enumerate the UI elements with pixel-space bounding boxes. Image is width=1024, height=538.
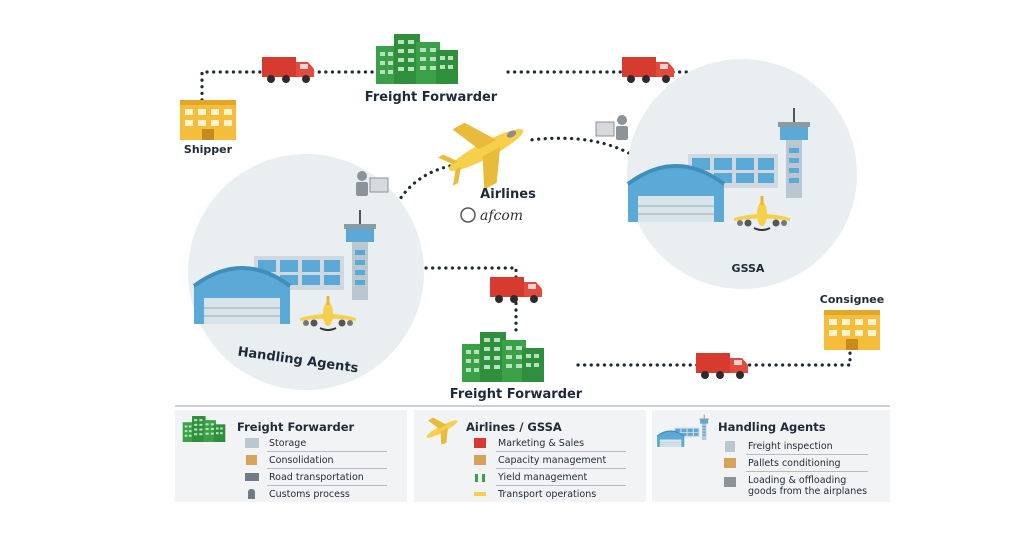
legend-ag-transport-operations: Transport operations xyxy=(474,489,596,500)
afcom-logo: afcom xyxy=(460,207,523,224)
shipper-label: Shipper xyxy=(184,143,233,156)
customs-officer-icon-left xyxy=(356,171,389,196)
legend-ff-rule-3 xyxy=(267,485,387,486)
route-forwarder-to-consignee xyxy=(576,348,852,367)
gssa-label: GSSA xyxy=(732,262,765,275)
legend-ff-storage: Storage xyxy=(245,438,306,449)
consignee-building-icon xyxy=(824,310,880,350)
legend-freight-forwarder-title: Freight Forwarder xyxy=(237,420,355,434)
legend-ha-rule-2 xyxy=(746,471,868,472)
legend-airlines-gssa: Airlines / GSSA Marketing & Sales Capaci… xyxy=(414,410,646,502)
clipboard-icon xyxy=(725,441,735,452)
legend-ag-yield-management: Yield management xyxy=(474,472,587,483)
airplane-icon xyxy=(437,122,524,190)
freight-forwarder-bottom-building-icon xyxy=(462,332,544,382)
legend-ha-pallets-conditioning: Pallets conditioning xyxy=(724,458,841,469)
afcom-logo-icon xyxy=(460,207,476,223)
megaphone-icon xyxy=(474,438,486,448)
legend-ff-rule-2 xyxy=(267,468,387,469)
freight-forwarder-top-building-icon xyxy=(376,34,458,84)
pallet-icon xyxy=(724,458,736,468)
legend-ag-rule-2 xyxy=(496,468,626,469)
legend-ag-marketing-sales: Marketing & Sales xyxy=(474,438,584,449)
customs-officer-icon-right xyxy=(595,115,628,140)
legend-freight-forwarder-icon xyxy=(182,416,226,442)
box-icon xyxy=(246,455,257,465)
route-handling-to-forwarder xyxy=(424,266,518,332)
route-shipper-to-forwarder xyxy=(200,70,378,102)
legend-ff-rule-1 xyxy=(267,451,387,452)
legend-handling-agents-icon xyxy=(656,414,710,448)
truck-icon-top-right xyxy=(622,57,674,83)
airlines-label: Airlines xyxy=(480,187,536,202)
legend-ff-consolidation: Consolidation xyxy=(245,455,334,466)
legend-ag-rule-3 xyxy=(496,485,626,486)
afcom-logo-text: afcom xyxy=(480,208,523,224)
officer-icon xyxy=(248,489,255,499)
route-airlines-to-handling xyxy=(390,164,452,216)
legend-freight-forwarder: Freight Forwarder Storage Consolidation … xyxy=(175,410,407,502)
legend-ag-rule-1 xyxy=(496,451,626,452)
consignee-label: Consignee xyxy=(820,293,884,306)
warehouse-icon xyxy=(245,438,259,448)
legend-airlines-gssa-title: Airlines / GSSA xyxy=(466,420,562,434)
freight-forwarder-bottom-label: Freight Forwarder xyxy=(450,387,583,402)
shipper-building-icon xyxy=(180,100,236,140)
truck-icon xyxy=(245,473,259,481)
bar-chart-icon xyxy=(475,474,485,482)
legend-ff-road-transportation: Road transportation xyxy=(245,472,364,483)
legend-ff-customs-process: Customs process xyxy=(245,489,350,500)
legend-ha-rule-1 xyxy=(746,454,868,455)
freight-forwarder-top-label: Freight Forwarder xyxy=(365,90,498,105)
small-plane-icon xyxy=(474,492,486,496)
truck-icon-top-left xyxy=(262,57,314,83)
legend-airlines-plane-icon xyxy=(426,417,458,444)
legend-ha-freight-inspection: Freight inspection xyxy=(724,441,833,452)
loader-icon xyxy=(724,477,736,487)
box-icon xyxy=(474,455,486,465)
truck-icon-bottom xyxy=(696,353,748,379)
truck-icon-middle xyxy=(490,277,542,303)
legend-handling-agents: Handling Agents Freight inspection Palle… xyxy=(652,410,890,502)
legend-handling-agents-title: Handling Agents xyxy=(718,420,826,434)
legend-ag-capacity-management: Capacity management xyxy=(474,455,606,466)
route-gssa-to-airlines xyxy=(528,136,642,162)
legend-ha-loading-offloading: Loading & offloading goods from the airp… xyxy=(724,475,867,497)
